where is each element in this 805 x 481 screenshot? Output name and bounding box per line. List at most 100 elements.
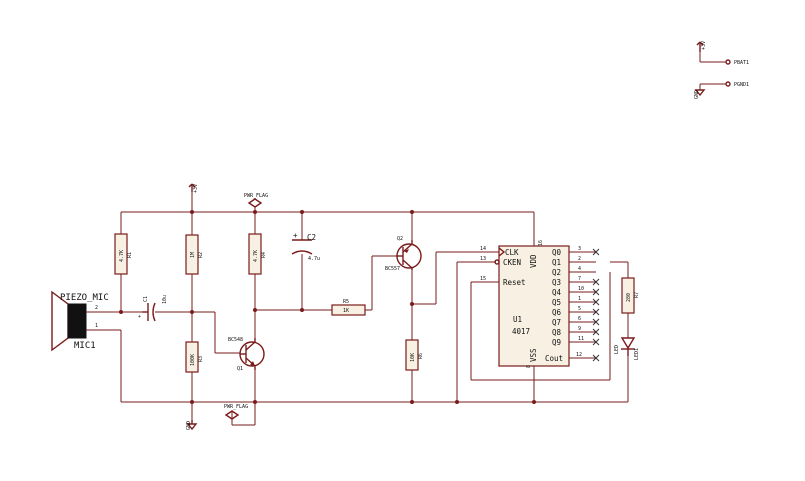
ic-output-pin-number: 6 xyxy=(578,316,581,322)
c1-value: 10u xyxy=(162,295,168,304)
capacitor-c1: + C1 10u xyxy=(138,295,168,322)
ic-cken-label: CKEN xyxy=(503,258,521,267)
r1-ref: R1 xyxy=(127,252,133,258)
ic-pin-vss: 8 xyxy=(526,365,532,368)
ic-pin-cout: 12 xyxy=(576,352,582,358)
pgnd-label: PGND1 xyxy=(734,82,749,88)
gnd-label: GND xyxy=(186,421,192,430)
led-value: LED xyxy=(614,345,620,354)
ic-pin-reset: 15 xyxy=(480,276,486,282)
vcc-symbol: +3V xyxy=(188,183,199,193)
no-connect-marker xyxy=(592,278,600,286)
resistor-r3: 100K R3 xyxy=(185,341,204,373)
ic-output-label: Q1 xyxy=(552,258,561,267)
pwr-flag-bottom-label: PWR_FLAG xyxy=(224,404,248,410)
ic-output-label: Q2 xyxy=(552,268,561,277)
gnd-symbol: GND xyxy=(186,420,198,431)
ic-pin-vdd: 16 xyxy=(538,240,544,246)
ic-vdd-label: VDD xyxy=(529,254,538,268)
mic-ref: MIC1 xyxy=(74,341,96,351)
pwr-flag-bottom: PWR_FLAG xyxy=(224,404,248,420)
capacitor-c2: + C2 4.7u xyxy=(291,231,320,262)
ic-output-label: Q9 xyxy=(552,338,561,347)
ic-output-label: Q7 xyxy=(552,318,561,327)
transistor-q2: Q2 BC557 xyxy=(385,236,422,272)
ic-reset-label: Reset xyxy=(503,278,526,287)
r1-value: 4.7K xyxy=(119,250,125,262)
no-connect-marker xyxy=(592,328,600,336)
mic-pin1: 1 xyxy=(95,323,98,329)
ic-u1-4017: 14 13 15 CLK CKEN Reset VDD 16 VSS 8 U1 … xyxy=(476,240,600,368)
q1-value: BC548 xyxy=(228,337,243,343)
no-connect-marker xyxy=(592,318,600,326)
r5-value: 1K xyxy=(343,308,349,314)
connector-pgnd: GND PGND1 xyxy=(694,81,749,99)
r6-ref: R6 xyxy=(418,353,424,359)
ic-output-pin-number: 11 xyxy=(578,336,584,342)
pgnd-gnd-label: GND xyxy=(694,90,700,99)
pbat-vcc-label: +3V xyxy=(701,41,707,50)
led-ref: LED1 xyxy=(634,348,640,360)
ic-output-label: Q6 xyxy=(552,308,562,317)
ic-vss-label: VSS xyxy=(529,348,538,362)
ic-pin-clk: 14 xyxy=(480,246,486,252)
led-d1: LED LED1 xyxy=(614,337,640,360)
ic-output-pin-number: 3 xyxy=(578,246,581,252)
mic-name: PIEZO_MIC xyxy=(60,293,109,303)
junction-dots xyxy=(119,210,536,404)
r4-ref: R4 xyxy=(261,252,267,258)
q2-value: BC557 xyxy=(385,266,400,272)
r5-ref: R5 xyxy=(343,299,349,305)
ic-output-pin-number: 10 xyxy=(578,286,584,292)
resistor-r1: 4.7K R1 xyxy=(114,233,133,275)
ic-output-pin-number: 2 xyxy=(578,256,581,262)
mic-pin2: 2 xyxy=(95,305,98,311)
svg-text:+: + xyxy=(138,314,141,320)
no-connect-marker xyxy=(592,298,600,306)
r4-value: 4.7K xyxy=(253,250,259,262)
ic-output-pin-number: 9 xyxy=(578,326,581,332)
no-connect-marker xyxy=(592,338,600,346)
ic-value: 4017 xyxy=(512,327,530,336)
pbat-label: PBAT1 xyxy=(734,60,749,66)
c2-ref: C2 xyxy=(307,233,316,242)
resistor-r6: 10K R6 xyxy=(405,339,424,371)
pwr-flag-top: PWR_FLAG xyxy=(244,193,268,208)
ic-cout-label: Cout xyxy=(545,354,563,363)
resistor-r4: 4.7K R4 xyxy=(248,233,267,275)
r3-value: 100K xyxy=(190,354,196,366)
ic-output-label: Q3 xyxy=(552,278,561,287)
c2-value: 4.7u xyxy=(308,256,320,262)
ic-ref: U1 xyxy=(513,315,522,324)
no-connect-marker xyxy=(592,248,600,256)
resistor-r7: 280 R7 xyxy=(621,277,640,314)
ic-output-label: Q0 xyxy=(552,248,562,257)
q1-ref: Q1 xyxy=(237,366,243,372)
ic-output-label: Q5 xyxy=(552,298,561,307)
resistor-r2: 1M R2 xyxy=(185,234,204,275)
no-connect-marker xyxy=(592,288,600,296)
no-connect-marker xyxy=(592,308,600,316)
transistor-q1: BC548 Q1 xyxy=(228,337,265,372)
r2-value: 1M xyxy=(190,252,196,258)
r3-ref: R3 xyxy=(198,356,204,362)
c2-plus: + xyxy=(293,231,298,240)
q2-ref: Q2 xyxy=(397,236,403,242)
c1-ref: C1 xyxy=(143,296,149,302)
ic-output-label: Q4 xyxy=(552,288,562,297)
vcc-label: +3V xyxy=(193,184,199,193)
pwr-flag-top-label: PWR_FLAG xyxy=(244,193,268,199)
ic-clk-label: CLK xyxy=(505,248,519,257)
piezo-mic: PIEZO_MIC MIC1 2 1 xyxy=(51,290,109,352)
ic-output-pin-number: 5 xyxy=(578,306,581,312)
resistor-r5: R5 1K xyxy=(331,299,366,316)
ic-output-pin-number: 7 xyxy=(578,276,581,282)
r7-value: 280 xyxy=(626,293,632,302)
ic-output-pin-number: 1 xyxy=(578,296,581,302)
ic-output-label: Q8 xyxy=(552,328,562,337)
connector-pbat: +3V PBAT1 xyxy=(696,41,749,66)
r7-ref: R7 xyxy=(634,292,640,298)
r2-ref: R2 xyxy=(198,252,204,258)
